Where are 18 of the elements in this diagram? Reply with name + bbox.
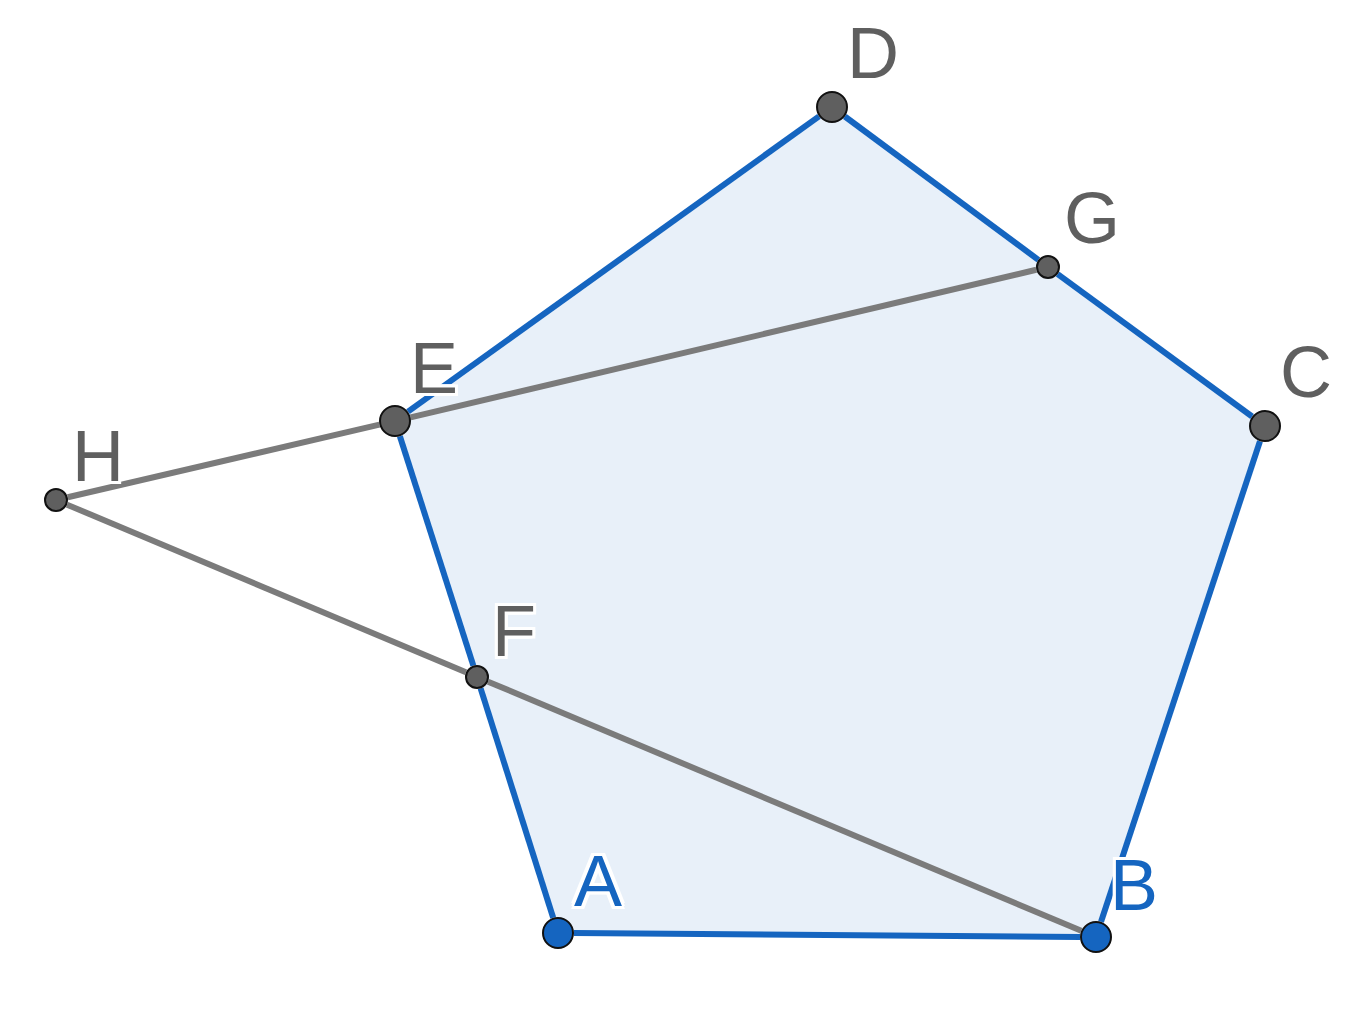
point-label: H: [72, 420, 124, 492]
line-segment: [67, 421, 381, 501]
line-segment: [573, 930, 1081, 940]
line-segment: [1098, 440, 1263, 923]
line-segment: [397, 435, 477, 667]
line-segment: [843, 114, 1041, 263]
line-segment: [406, 113, 821, 415]
line-segment: [477, 687, 557, 919]
point-label: D: [847, 17, 899, 89]
point-label: A: [574, 845, 623, 917]
point-label: E: [410, 332, 459, 404]
line-segment: [1055, 271, 1254, 419]
point-label: F: [492, 595, 536, 667]
line-segment: [65, 501, 468, 676]
point-label: G: [1064, 182, 1120, 254]
point-label: C: [1280, 336, 1332, 408]
line-segment: [409, 266, 1037, 421]
line-segment: [486, 678, 1083, 934]
